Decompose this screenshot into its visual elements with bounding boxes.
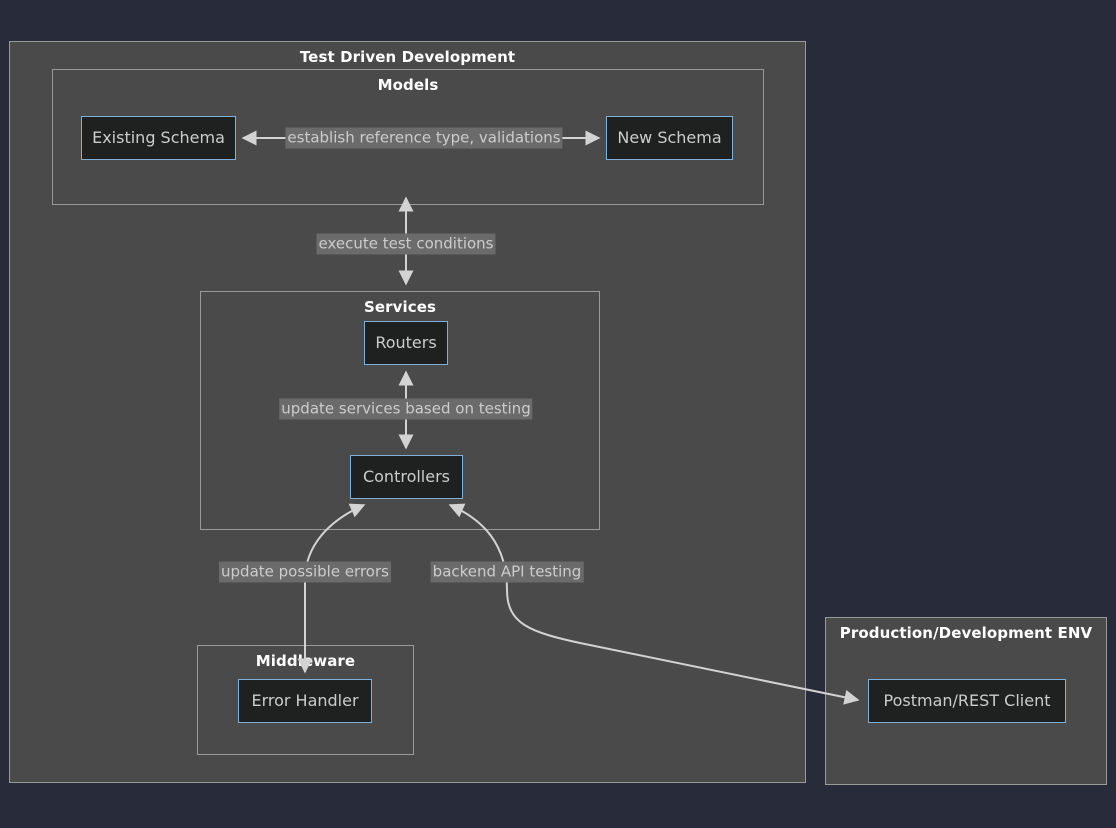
cluster-title-services: Services [363,298,437,316]
node-label-error-handler: Error Handler [251,691,359,710]
edge-label-update-possible-errors: update possible errors [219,561,391,583]
node-routers[interactable]: Routers [364,321,448,365]
node-label-new-schema: New Schema [617,128,722,147]
node-label-existing-schema: Existing Schema [92,128,225,147]
edge-label-backend-api-testing: backend API testing [430,561,584,583]
node-label-routers: Routers [375,333,437,352]
node-new-schema[interactable]: New Schema [606,116,733,160]
node-controllers[interactable]: Controllers [350,455,463,499]
edge-label-execute-test-conditions: execute test conditions [316,233,496,255]
edge-label-update-services: update services based on testing [279,398,533,420]
node-label-controllers: Controllers [362,467,451,486]
edge-label-establish-reference: establish reference type, validations [285,127,563,149]
cluster-title-models: Models [377,76,439,94]
node-error-handler[interactable]: Error Handler [238,679,372,723]
cluster-title-production-development-env: Production/Development ENV [839,624,1093,642]
node-existing-schema[interactable]: Existing Schema [81,116,236,160]
cluster-title-test-driven-development: Test Driven Development [299,48,516,66]
node-postman-rest-client[interactable]: Postman/REST Client [868,679,1066,723]
cluster-title-middleware: Middleware [255,652,356,670]
node-label-postman-rest-client: Postman/REST Client [883,691,1051,710]
